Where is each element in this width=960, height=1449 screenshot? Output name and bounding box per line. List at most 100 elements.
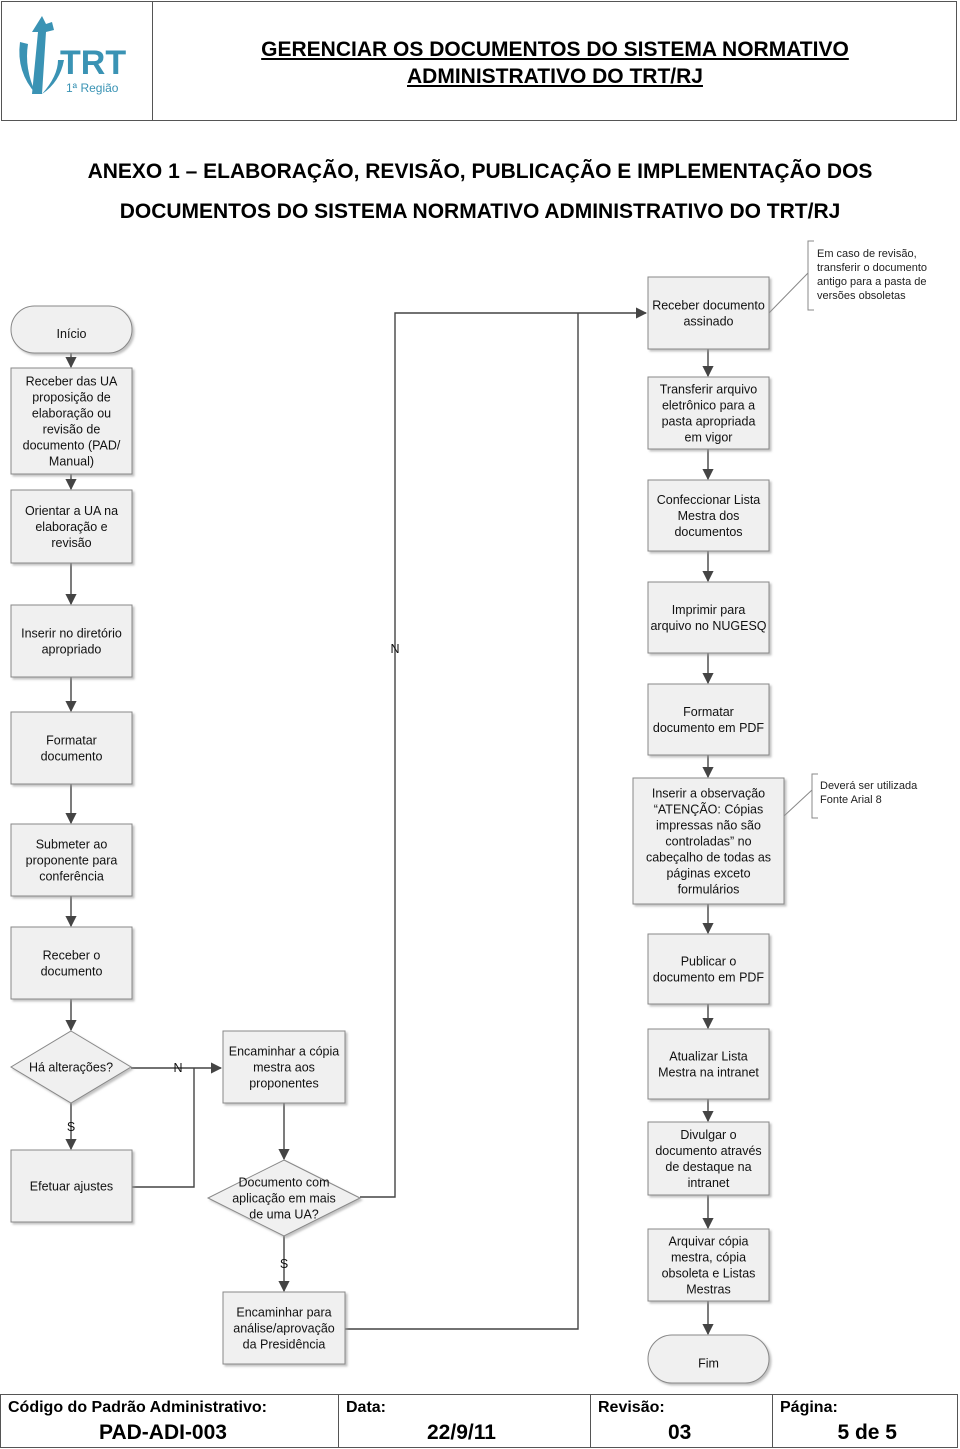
step-transferir-arquivo-label-line: em vigor [685,431,733,445]
step-divulgar-intranet-label-line: documento através [655,1144,761,1158]
decision-mais-de-uma-ua-label-line: de uma UA? [249,1208,319,1222]
step-arquivar-copia-label-line: obsoleta e Listas [662,1267,756,1281]
step-formatar-pdf-shape [647,683,770,756]
step-arquivar-copia-label-line: Mestras [686,1283,730,1297]
footer-codigo-value: PAD-ADI-003 [99,1421,227,1444]
step-efetuar-ajustes: Efetuar ajustes [10,1149,133,1223]
label-n-alteracoes: N [173,1061,182,1075]
step-formatar-pdf-label-line: documento em PDF [653,721,765,735]
step-confeccionar-lista-label-line: Mestra dos [678,509,740,523]
step-confeccionar-lista-shape [647,479,770,552]
step-receber-proposicao-label-line: Manual) [49,455,94,469]
step-inserir-observacao-label-line: cabeçalho de todas as [646,851,771,865]
note-connector-revisao [768,272,809,314]
note-bracket-arial [811,773,818,819]
step-encaminhar-copia-label-line: Encaminhar a cópia [229,1045,340,1059]
connectors [65,240,818,1336]
note-fonte-arial-line: Fonte Arial 8 [820,794,882,806]
logo-subtext: 1ª Região [66,81,119,95]
step-receber-proposicao-label-line: documento (PAD/ [23,439,121,453]
step-encaminhar-presidencia-label-line: da Presidência [243,1338,326,1352]
note-revisao-obsoletas-line: antigo para a pasta de [817,276,926,288]
step-divulgar-intranet-label-line: intranet [688,1176,730,1190]
footer-data: Data: 22/9/11 [339,1395,591,1447]
step-receber-assinado-shape [647,276,770,350]
step-inserir-diretorio-label-line: Inserir no diretório [21,627,122,641]
step-inserir-observacao-shape [632,777,785,905]
document-header: TRT 1ª Região GERENCIAR OS DOCUMENTOS DO… [1,1,957,121]
step-imprimir-nugesq-label-line: arquivo no NUGESQ [650,619,766,633]
note-fonte-arial-line: Deverá ser utilizada [820,780,918,792]
step-receber-proposicao-label-line: elaboração ou [32,407,111,421]
step-publicar-pdf-label-line: Publicar o [681,955,737,969]
header-title-line1: GERENCIAR OS DOCUMENTOS DO SISTEMA NORMA… [261,38,849,61]
end-terminator-label-line: Fim [698,1357,719,1371]
step-divulgar-intranet-label-line: de destaque na [665,1160,751,1174]
step-receber-assinado-label-line: Receber documento [652,299,765,313]
step-encaminhar-presidencia-label-line: análise/aprovação [233,1322,335,1336]
logo-text: TRT [60,44,126,82]
header-title-line2: ADMINISTRATIVO DO TRT/RJ [407,65,703,88]
step-inserir-observacao-label-line: páginas exceto [666,867,750,881]
step-divulgar-intranet-shape [647,1121,770,1196]
footer-data-label: Data: [346,1399,387,1416]
step-confeccionar-lista-label-line: documentos [674,525,742,539]
label-n-mais-ua: N [390,642,399,656]
note-revisao-obsoletas: Em caso de revisão,transferir o document… [817,248,927,302]
step-encaminhar-presidencia-shape [222,1291,346,1365]
step-receber-documento-shape [10,926,133,1000]
footer-codigo: Código do Padrão Administrativo: PAD-ADI… [1,1395,339,1447]
end-terminator: Fim [647,1334,770,1384]
step-efetuar-ajustes-label-line: Efetuar ajustes [30,1180,113,1194]
label-s-mais-ua: S [280,1257,288,1271]
arrow-decisao2-receber-assinado [360,307,648,1198]
step-receber-proposicao-label-line: revisão de [43,423,101,437]
step-submeter-proponente-label-line: proponente para [26,854,118,868]
step-arquivar-copia-label-line: mestra, cópia [671,1251,746,1265]
start-terminator-label: Início [57,327,87,341]
step-formatar-documento-label-line: Formatar [46,734,97,748]
step-atualizar-lista-label-line: Mestra na intranet [658,1066,759,1080]
decision-mais-de-uma-ua-label-line: aplicação em mais [232,1192,336,1206]
step-imprimir-nugesq-label-line: Imprimir para [672,603,746,617]
step-transferir-arquivo-label-line: Transferir arquivo [660,383,758,397]
note-bracket-revisao [807,240,814,311]
footer-revisao-value: 03 [668,1421,692,1444]
note-revisao-obsoletas-line: transferir o documento [817,262,927,274]
footer-revisao-label: Revisão: [598,1399,665,1416]
step-atualizar-lista-shape [647,1028,770,1100]
note-revisao-obsoletas-line: versões obsoletas [817,290,906,302]
footer-pagina: Página: 5 de 5 [773,1395,957,1447]
label-s-alteracoes: S [67,1120,75,1134]
footer-codigo-label: Código do Padrão Administrativo: [8,1399,267,1416]
end-terminator-label: Fim [698,1357,719,1371]
step-arquivar-copia-label-line: Arquivar cópia [669,1235,749,1249]
decision-ha-alteracoes-label: Há alterações? [29,1061,113,1075]
step-receber-documento-label-line: documento [41,965,103,979]
